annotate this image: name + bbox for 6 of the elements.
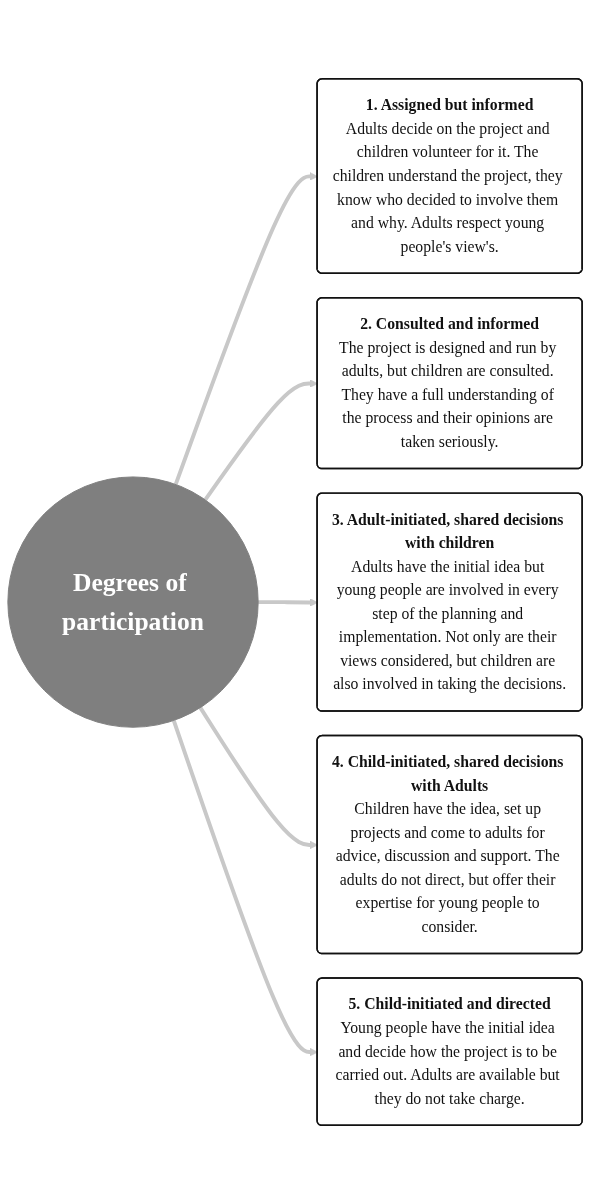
arrow [203, 379, 318, 501]
arrow [198, 706, 318, 850]
arrow [173, 172, 318, 485]
node-circle: Degrees of participation [7, 476, 259, 728]
arrow [258, 598, 318, 607]
arrow [171, 719, 318, 1057]
